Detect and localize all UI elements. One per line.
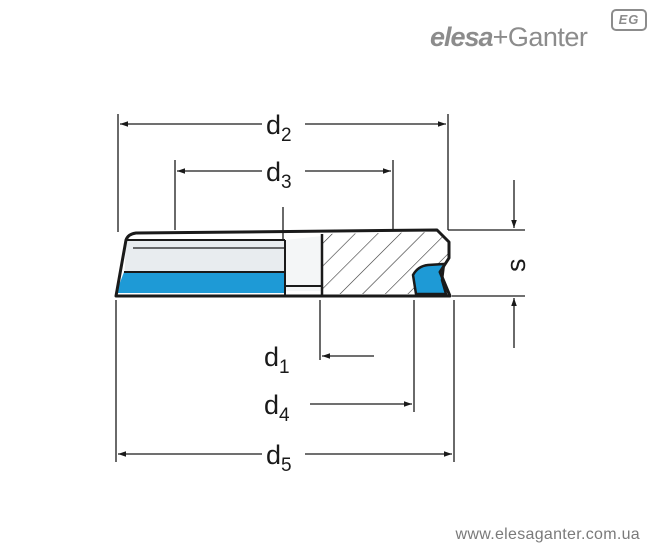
extension-lines [115,114,525,462]
part-outline [114,228,452,298]
brand-logo-part2: +Ganter [492,22,588,52]
brand-logo: elesa+Ganter [430,22,588,53]
seal-lip [411,262,448,296]
label-d3: d3 [266,157,292,193]
blue-seal [116,272,285,293]
website-url: www.elesaganter.com.ua [455,526,640,543]
label-d5: d5 [266,440,292,476]
brand-logo-part1: elesa [430,22,494,52]
label-d1: d1 [264,342,290,378]
label-s: s [501,259,531,273]
label-d4: d4 [264,390,290,426]
label-d2: d2 [266,110,292,146]
dimension-lines [118,121,517,457]
part-section [114,228,452,298]
bore-step [285,236,322,291]
brand-mark-icon: EG [611,9,647,31]
